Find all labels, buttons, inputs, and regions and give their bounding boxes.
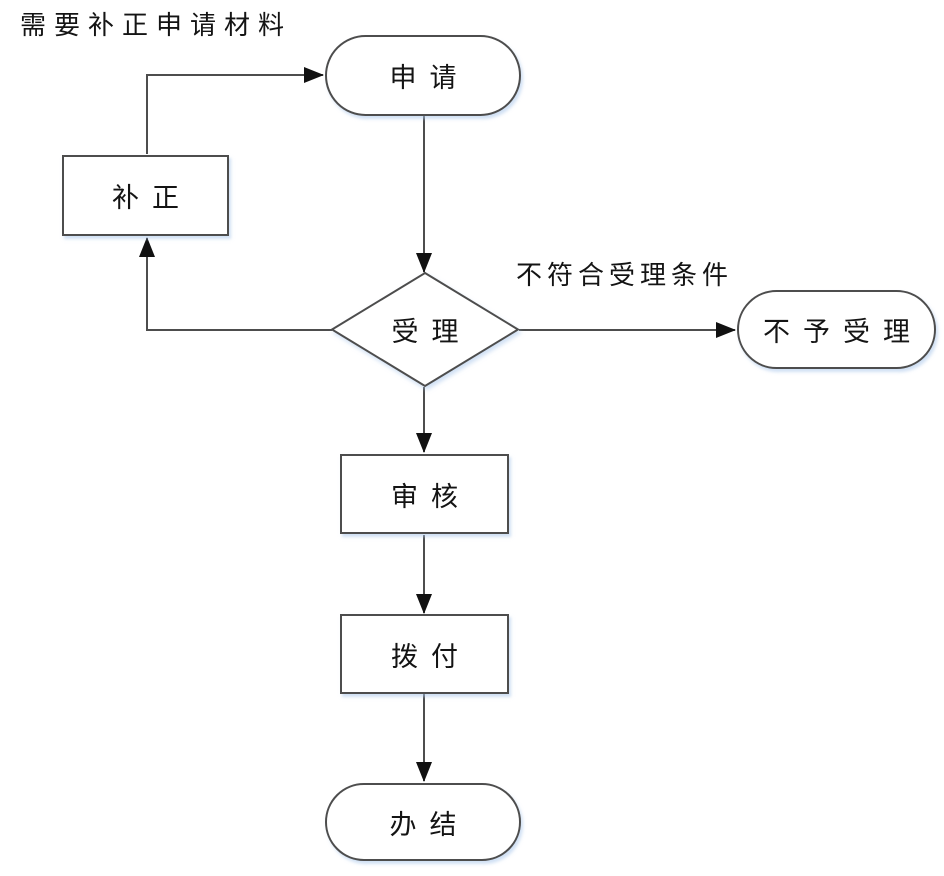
node-reject-label: 不予受理 <box>763 317 923 347</box>
arrow-accept-to-supplement <box>139 237 332 331</box>
decision-diamond-shape <box>330 271 520 388</box>
edge-label-not-meet-conditions: 不符合受理条件 <box>516 260 734 290</box>
node-apply-label: 申请 <box>389 63 470 93</box>
node-supplement-label: 补正 <box>112 183 192 213</box>
node-review-label: 审核 <box>391 481 471 512</box>
node-review: 审核 <box>340 454 509 534</box>
node-supplement: 补正 <box>62 155 229 236</box>
node-apply: 申请 <box>325 35 521 116</box>
node-accept-label: 受理 <box>391 317 472 347</box>
node-accept-decision: 受理 <box>330 271 520 388</box>
node-complete-label: 办结 <box>389 809 470 840</box>
node-disburse: 拨付 <box>340 614 509 694</box>
arrow-supplement-to-apply <box>146 67 324 154</box>
edge-label-need-supplement: 需要补正申请材料 <box>20 10 293 40</box>
node-disburse-label: 拨付 <box>391 641 471 672</box>
node-reject: 不予受理 <box>737 290 936 369</box>
node-complete: 办结 <box>325 783 521 861</box>
